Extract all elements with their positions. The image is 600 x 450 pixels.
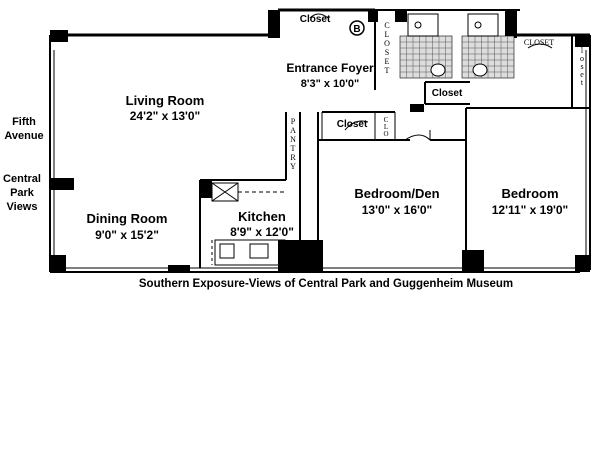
tile-grid: [400, 36, 514, 78]
dining-room-size: 9'0" x 15'2": [95, 228, 159, 242]
stacked-letter: Y: [290, 162, 296, 171]
stacked-letter: S: [385, 48, 389, 57]
kitchen-size: 8'9" x 12'0": [230, 225, 294, 239]
marker-label: B: [353, 24, 360, 35]
marker-circle: [349, 20, 365, 36]
bathroom-tiles: [399, 35, 515, 79]
bedroom-label: Bedroom: [501, 186, 558, 201]
central-park-line1: Central: [3, 173, 41, 185]
central-park-line3: Views: [7, 201, 38, 213]
central-park-line2: Park: [10, 187, 35, 199]
kitchen-label: Kitchen: [238, 209, 286, 224]
bathroom-fixtures: [407, 13, 499, 77]
stacked-letter: O: [383, 130, 388, 138]
closet-den-small-label: CLO: [383, 116, 388, 138]
closet-foyer-lower-label: Closet: [432, 88, 463, 99]
dining-room-label: Dining Room: [87, 211, 168, 226]
stacked-letter: T: [291, 144, 296, 153]
stacked-letter: t: [581, 78, 584, 87]
stacked-letter: N: [290, 135, 296, 144]
stacked-letter: C: [384, 116, 389, 124]
stacked-letter: T: [385, 66, 390, 75]
kitchen-counters: [211, 182, 286, 266]
door-swings: [309, 13, 553, 141]
closet-den-label: Closet: [337, 119, 368, 130]
stacked-letter: E: [385, 57, 390, 66]
stacked-letter: L: [385, 30, 390, 39]
fifth-avenue-line2: Avenue: [4, 130, 43, 142]
stacked-letter: l: [581, 46, 584, 55]
stacked-letter: A: [290, 126, 296, 135]
stacked-letter: s: [580, 62, 583, 71]
stacked-letter: o: [580, 54, 584, 63]
caption: Southern Exposure-Views of Central Park …: [139, 278, 513, 290]
stacked-letter: C: [579, 38, 584, 47]
closet-bedroom-vertical-label: Closet: [579, 38, 584, 87]
stacked-letter: O: [384, 39, 390, 48]
closet-foyer-vertical-label: CLOSET: [384, 21, 390, 75]
bedroom-den-size: 13'0" x 16'0": [362, 203, 432, 217]
entrance-foyer-size: 8'3" x 10'0": [301, 78, 359, 90]
closet-bedroom-label: CLOSET: [524, 38, 554, 47]
stacked-letter: L: [384, 123, 388, 131]
fifth-avenue-line1: Fifth: [12, 116, 36, 128]
living-room-size: 24'2" x 13'0": [130, 109, 200, 123]
stacked-letter: R: [290, 153, 296, 162]
bedroom-size: 12'11" x 19'0": [492, 203, 568, 217]
closet-top-label: Closet: [300, 14, 331, 25]
living-room-label: Living Room: [126, 93, 205, 108]
bedroom-den-label: Bedroom/Den: [354, 186, 439, 201]
stacked-letter: P: [291, 117, 296, 126]
stacked-letter: e: [580, 70, 584, 79]
stacked-letter: C: [384, 21, 389, 30]
entrance-foyer-label: Entrance Foyer: [286, 61, 374, 75]
